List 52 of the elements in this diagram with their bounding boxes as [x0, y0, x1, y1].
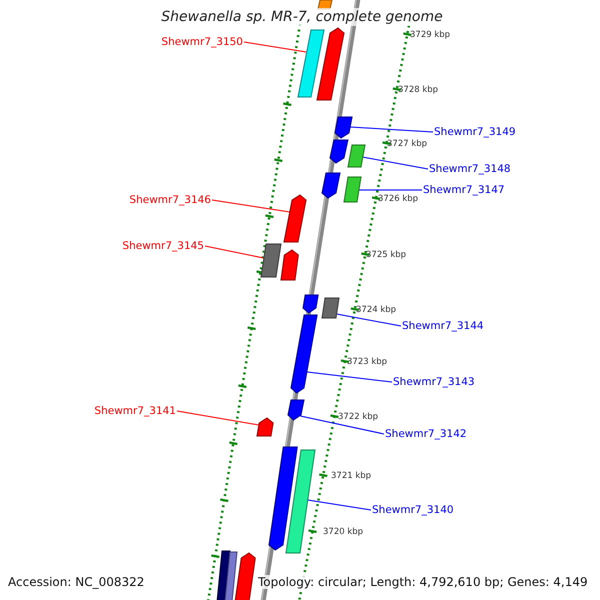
- gene-label: Shewmr7_3140: [372, 503, 454, 517]
- gene-label: Shewmr7_3146: [129, 193, 211, 207]
- leader-line: [336, 314, 402, 326]
- gene-block: [298, 30, 324, 97]
- leader-line: [176, 410, 260, 426]
- pointed-gene-block: [317, 28, 344, 100]
- gene-label: Shewmr7_3143: [393, 375, 475, 389]
- gene-block: [344, 177, 360, 202]
- pointed-gene-block: [288, 400, 304, 420]
- gene-label: Shewmr7_3147: [423, 183, 505, 197]
- tick-label: 3728 kbp: [398, 85, 438, 95]
- gene-block: [224, 552, 236, 600]
- gene-label: Shewmr7_3148: [429, 162, 511, 176]
- gene-label: Shewmr7_3149: [434, 125, 516, 139]
- tick-label: 3726 kbp: [378, 194, 418, 204]
- gene-block: [322, 298, 339, 318]
- pointed-gene-block: [322, 173, 340, 198]
- accession-label: Accession: NC_008322: [8, 575, 144, 589]
- gene-label: Shewmr7_3144: [402, 319, 484, 333]
- gene-label: Shewmr7_3141: [94, 404, 176, 418]
- gene-label: Shewmr7_3142: [385, 427, 467, 441]
- gene-block: [217, 551, 230, 600]
- tick-label: 3723 kbp: [347, 357, 388, 367]
- gene-label: Shewmr7_3145: [122, 239, 204, 253]
- gene-block: [260, 244, 280, 277]
- leader-line: [362, 156, 428, 170]
- tick-label: 3722 kbp: [338, 412, 378, 422]
- leader-line: [204, 246, 264, 258]
- leader-line: [300, 416, 384, 434]
- gene-label: Shewmr7_3150: [161, 35, 243, 49]
- leader-line: [307, 500, 372, 510]
- pointed-gene-block: [268, 447, 297, 550]
- leader-line: [244, 42, 307, 52]
- pointed-gene-block: [257, 418, 274, 436]
- tick-label: 3724 kbp: [356, 305, 396, 315]
- tick-label: 3725 kbp: [366, 250, 406, 260]
- tick-label: 3721 kbp: [331, 471, 372, 481]
- leader-line: [306, 372, 392, 382]
- pointed-gene-block: [284, 195, 306, 242]
- tick-label: 3729 kbp: [410, 30, 450, 40]
- pointed-gene-block: [330, 140, 348, 163]
- tick-label: 3727 kbp: [387, 139, 428, 149]
- leader-line: [350, 126, 434, 132]
- tick-label: 3720 kbp: [323, 527, 364, 537]
- gene-block: [348, 145, 364, 167]
- leader-line: [212, 200, 290, 212]
- pointed-gene-block: [235, 553, 256, 600]
- pointed-gene-block: [303, 295, 318, 313]
- pointed-gene-block: [281, 250, 298, 280]
- pointed-gene-block: [334, 117, 352, 138]
- genome-stats-label: Topology: circular; Length: 4,792,610 bp; Genes: 4,149: [258, 575, 588, 589]
- gene-block: [286, 450, 315, 553]
